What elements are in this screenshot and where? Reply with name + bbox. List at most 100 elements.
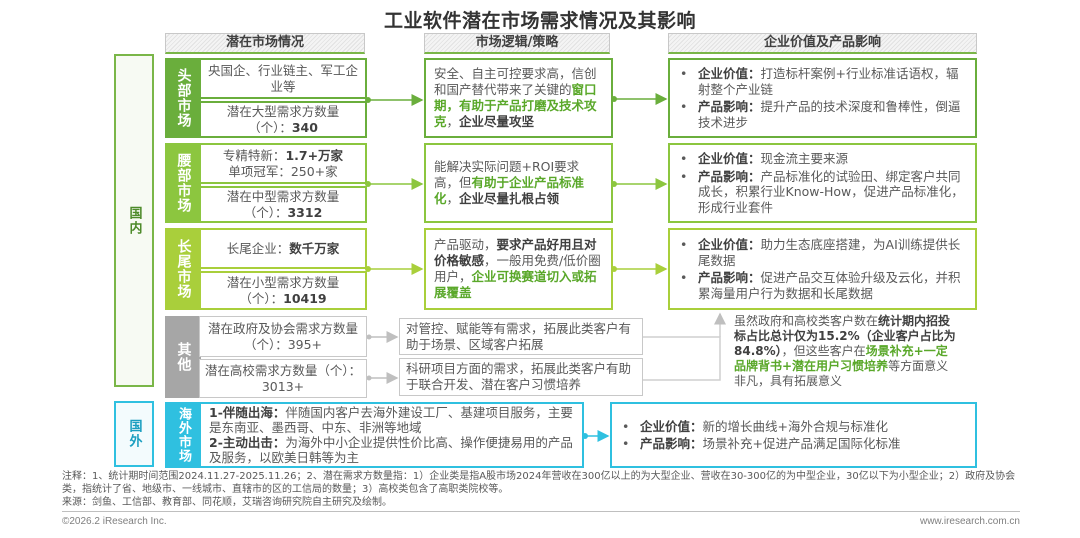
text-fragment: 安全、自主可控要求高，信创和国产替代带来了关键的 bbox=[434, 66, 597, 97]
text-fragment: 潜在高校需求方数量（个）：3013+ bbox=[204, 362, 362, 394]
bullet-icon: • bbox=[680, 99, 688, 114]
notes-annotation: 注释：1、统计期时间范围2024.11.27-2025.11.26；2、潜在需求… bbox=[62, 471, 1016, 495]
text-fragment: 头部市场 bbox=[175, 68, 192, 128]
text-fragment: 企业价值： bbox=[640, 418, 703, 434]
other-note: 虽然政府和高校类客户数在统计期内招投标占比总计仅为15.2%（企业客户占比为84… bbox=[734, 314, 956, 389]
text-fragment: 1.7+万家 bbox=[285, 147, 344, 163]
bullet-icon: • bbox=[680, 270, 688, 285]
text-fragment: 窗口期，有助于产品打磨及技术攻克 bbox=[434, 82, 597, 129]
impact-tail-item: •产品影响：促进产品交互体验升级及云化，并积累海量用户行为数据和长尾数据 bbox=[680, 270, 967, 301]
overseas-market: 1-伴随出海：伴随国内客户去海外建设工厂、基建项目服务，主要是东南亚、墨西哥、中… bbox=[199, 402, 584, 468]
overseas-item: 2-主动出击：为海外中小企业提供性价比高、操作便捷易用的产品及服务，以欧美日韩等… bbox=[209, 435, 574, 465]
text-fragment: 新的增长曲线+海外合规与标准化 bbox=[702, 418, 888, 434]
logic-univ: 科研项目方面的需求，拓展此类客户有助于联合开发、潜在客户习惯培养 bbox=[399, 358, 643, 396]
footer-divider bbox=[62, 511, 1020, 512]
text-fragment: 企业可换赛道切入或拓展覆盖 bbox=[434, 269, 597, 300]
text-fragment: 企业价值： bbox=[698, 237, 761, 252]
impact-head-item: • 产品影响：提升产品的技术深度和鲁棒性，倒逼技术进步 bbox=[680, 99, 967, 130]
text-fragment: 企业价值： bbox=[698, 66, 761, 81]
page-title: 工业软件潜在市场需求情况及其影响 bbox=[383, 10, 696, 32]
bullet-icon: • bbox=[680, 66, 688, 81]
text-fragment: 场景补充+促进产品满足国际化标准 bbox=[702, 436, 901, 451]
footer-website[interactable]: www.iresearch.com.cn bbox=[919, 516, 1020, 527]
impact-head: • 企业价值：打造标杆案例+行业标准话语权，辐射整个产业链 • 产品影响：提升产品的… bbox=[668, 58, 977, 138]
segment-label-other: 其他 bbox=[165, 316, 201, 398]
text-fragment: 产品标准化的试验田、绑定客户共同成长，积累行业Know-How，促进产品标准化，… bbox=[698, 168, 964, 215]
text-fragment: 1-伴随出海： bbox=[209, 405, 286, 420]
market-univ-count: 潜在高校需求方数量（个）：3013+ bbox=[199, 359, 367, 398]
text-fragment: 企业尽量攻坚 bbox=[459, 114, 535, 129]
text-fragment: 要求产品好用且对价格敏感 bbox=[434, 237, 597, 268]
text-fragment: 产品影响： bbox=[640, 436, 703, 451]
text-fragment: 助力生态底座搭建，为AI训练提供长尾数据 bbox=[698, 237, 961, 268]
text-fragment: 有助于企业产品标准化 bbox=[434, 175, 585, 206]
segment-label-tail: 长尾市场 bbox=[165, 228, 201, 310]
text-fragment: 等方面意义非凡，具有拓展意义 bbox=[734, 359, 949, 388]
text-fragment: ， bbox=[446, 114, 460, 129]
segment-label-overseas: 海外市场 bbox=[165, 402, 201, 468]
market-waist-count-value: 3312 bbox=[287, 204, 323, 220]
text-fragment: 单项冠军：250+家 bbox=[228, 163, 338, 179]
text-fragment: 产品影响： bbox=[698, 270, 761, 285]
text-fragment: ，但这些客户在 bbox=[781, 344, 866, 358]
column-header-logic: 市场逻辑/策略 bbox=[424, 33, 610, 54]
region-overseas-label: 国外 bbox=[126, 419, 142, 449]
bullet-icon: • bbox=[680, 168, 688, 184]
text-fragment: 长尾市场 bbox=[175, 239, 192, 299]
logic-waist: 能解决实际问题+ROI要求高，但有助于企业产品标准化，企业尽量扎根占领 bbox=[424, 143, 613, 223]
overseas-item: 1-伴随出海：伴随国内客户去海外建设工厂、基建项目服务，主要是东南亚、墨西哥、中… bbox=[209, 405, 574, 435]
text-fragment: 对管控、赋能等有需求，拓展此类客户有助于场景、区域客户拓展 bbox=[406, 320, 632, 352]
impact-waist-item: • 企业价值：现金流主要来源 bbox=[680, 151, 967, 167]
connector-other-merge bbox=[643, 336, 721, 381]
text-fragment: 长尾企业： bbox=[226, 240, 290, 256]
region-domestic: 国内 bbox=[114, 54, 154, 387]
bullet-icon: • bbox=[622, 418, 630, 434]
market-head-desc: 央国企、行业链主、军工企业等 bbox=[199, 58, 367, 99]
text-fragment: 场景补充+一定品牌背书+潜在用户习惯培养 bbox=[734, 344, 948, 373]
text-fragment: 2-主动出击： bbox=[209, 435, 286, 450]
bullet-icon: • bbox=[680, 151, 688, 166]
text-fragment: 企业尽量扎根占领 bbox=[459, 191, 560, 206]
text-fragment: 产品影响： bbox=[698, 99, 761, 114]
text-fragment: 打造标杆案例+行业标准话语权，辐射整个产业链 bbox=[698, 66, 959, 97]
market-head-count-value: 340 bbox=[291, 119, 318, 135]
impact-waist: • 企业价值：现金流主要来源 •产品影响：产品标准化的试验田、绑定客户共同成长，积… bbox=[668, 143, 977, 223]
market-waist-count: 潜在中型需求方数量（个）：3312 bbox=[199, 186, 367, 223]
text-fragment: 潜在小型需求方数量（个）： bbox=[226, 274, 340, 306]
text-fragment: 现金流主要来源 bbox=[760, 151, 849, 166]
market-tail-count-value: 10419 bbox=[283, 290, 327, 306]
impact-overseas: • 企业价值：新的增长曲线+海外合规与标准化 • 产品影响：场景补充+促进产品满足国… bbox=[610, 402, 977, 468]
impact-overseas-item: • 产品影响：场景补充+促进产品满足国际化标准 bbox=[622, 436, 967, 452]
market-head-desc-text: 央国企、行业链主、军工企业等 bbox=[207, 62, 358, 94]
column-header-market: 潜在市场情况 bbox=[165, 33, 365, 54]
region-domestic-label: 国内 bbox=[126, 205, 142, 236]
notes-source: 来源：剑鱼、工信部、教育部、同花顺，艾瑞咨询研究院自主研究及绘制。 bbox=[62, 497, 392, 508]
segment-label-waist: 腰部市场 bbox=[165, 143, 201, 223]
logic-gov: 对管控、赋能等有需求，拓展此类客户有助于场景、区域客户拓展 bbox=[399, 318, 643, 355]
market-tail-desc: 长尾企业：数千万家 bbox=[199, 228, 367, 269]
impact-tail-item: •企业价值：助力生态底座搭建，为AI训练提供长尾数据 bbox=[680, 237, 967, 268]
market-tail-count: 潜在小型需求方数量（个）：10419 bbox=[199, 271, 367, 310]
market-waist-desc: 专精特新：1.7+万家 单项冠军：250+家 bbox=[199, 143, 367, 184]
text-fragment: 产品驱动， bbox=[434, 237, 497, 252]
logic-tail: 产品驱动，要求产品好用且对价格敏感，一般用免费/低价圈用户，企业可换赛道切入或拓… bbox=[424, 228, 613, 310]
text-fragment: 潜在中型需求方数量（个）： bbox=[226, 188, 340, 220]
text-fragment: 统计期内招投标占比总计仅为15.2%（企业客户占比为84.8%） bbox=[734, 314, 956, 358]
market-head-count: 潜在大型需求方数量（个）：340 bbox=[199, 101, 367, 138]
text-fragment: 潜在政府及协会需求方数量（个）：395+ bbox=[207, 320, 358, 352]
bullet-icon: • bbox=[622, 436, 630, 451]
text-fragment: 能解决实际问题+ROI要求高，但 bbox=[434, 159, 580, 190]
impact-waist-item: •产品影响：产品标准化的试验田、绑定客户共同成长，积累行业Know-How，促进… bbox=[680, 169, 967, 216]
text-fragment: 专精特新： bbox=[222, 147, 286, 163]
text-fragment: 企业价值： bbox=[698, 151, 761, 166]
text-fragment: 虽然政府和高校类客户数在 bbox=[734, 314, 879, 328]
text-fragment: 其他 bbox=[175, 342, 192, 372]
text-fragment: ， bbox=[446, 191, 460, 206]
market-gov-count: 潜在政府及协会需求方数量（个）：395+ bbox=[199, 316, 367, 357]
text-fragment: 提升产品的技术深度和鲁棒性，倒逼技术进步 bbox=[698, 99, 961, 130]
impact-head-item: • 企业价值：打造标杆案例+行业标准话语权，辐射整个产业链 bbox=[680, 66, 967, 97]
text-fragment: 伴随国内客户去海外建设工厂、基建项目服务，主要是东南亚、墨西哥、中东、非洲等地域 bbox=[209, 405, 573, 435]
column-header-impact: 企业价值及产品影响 bbox=[668, 33, 977, 54]
text-fragment: 数千万家 bbox=[289, 240, 340, 256]
segment-label-head: 头部市场 bbox=[165, 58, 201, 138]
